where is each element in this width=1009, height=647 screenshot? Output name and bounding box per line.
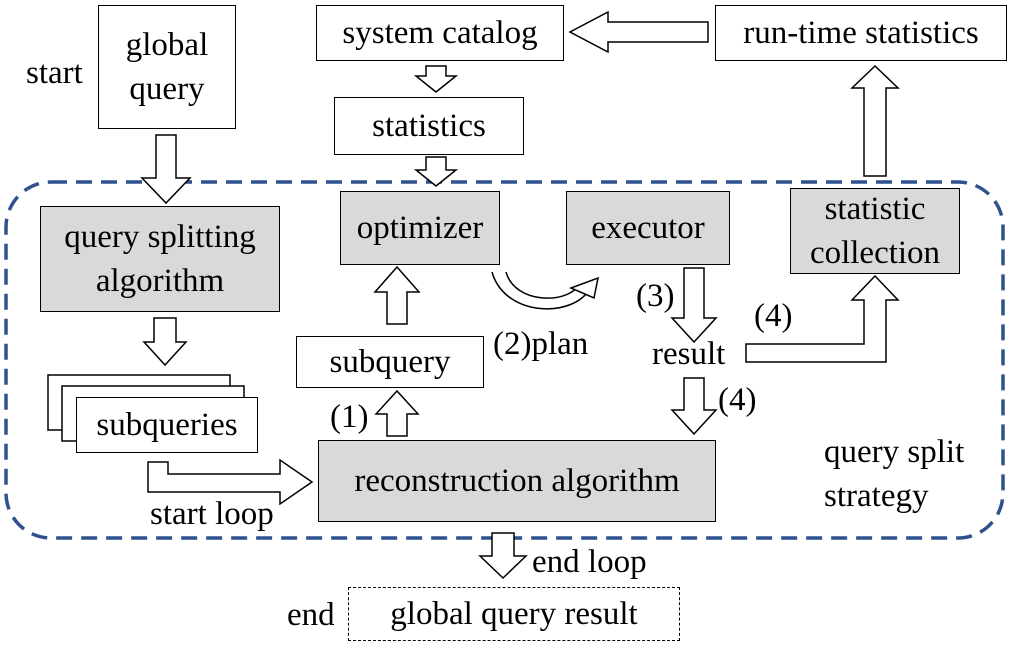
arrow-start-loop xyxy=(147,458,314,506)
step4-down-label: (4) xyxy=(718,382,757,418)
statistics-box: statistics xyxy=(334,97,524,155)
arrow-statistics-to-optimizer xyxy=(413,156,459,187)
arrow-plan-curve-inner xyxy=(505,271,579,299)
arrow-catalog-to-statistics xyxy=(413,65,459,93)
arrow-plan-curve-outer xyxy=(491,271,591,310)
reconstruction-algorithm-label: reconstruction algorithm xyxy=(354,463,680,499)
subqueries-label: subqueries xyxy=(96,407,238,443)
step4-right-label: (4) xyxy=(754,298,793,334)
arrow-global-to-splitting xyxy=(140,134,192,205)
global-query-result-label: global query result xyxy=(390,596,638,632)
step1-label: (1) xyxy=(330,399,369,435)
global-query-label: global query xyxy=(125,27,209,107)
end-loop-label: end loop xyxy=(532,544,647,580)
statistic-collection-box: statistic collection xyxy=(790,188,960,274)
arrow-plan-head xyxy=(568,276,599,300)
arrow-runtime-to-catalog xyxy=(568,10,709,54)
runtime-statistics-box: run-time statistics xyxy=(715,5,1007,61)
statistic-collection-label: statistic collection xyxy=(809,191,941,271)
query-splitting-algorithm-box: query splitting algorithm xyxy=(40,206,280,312)
start-label: start xyxy=(26,55,83,91)
arrow-end-loop xyxy=(478,532,528,580)
result-label: result xyxy=(652,336,726,372)
start-loop-label: start loop xyxy=(150,496,274,532)
system-catalog-box: system catalog xyxy=(316,5,564,61)
reconstruction-algorithm-box: reconstruction algorithm xyxy=(318,440,716,522)
arrow-splitting-to-subqueries xyxy=(142,317,188,367)
arrow-reconstruction-to-subquery xyxy=(374,389,420,437)
global-query-box: global query xyxy=(98,5,236,129)
arrow-collection-to-runtime xyxy=(850,64,900,177)
query-splitting-algorithm-label: query splitting algorithm xyxy=(64,219,256,299)
step3-label: (3) xyxy=(636,278,675,314)
optimizer-label: optimizer xyxy=(356,210,484,246)
subquery-label: subquery xyxy=(329,344,451,380)
subquery-box: subquery xyxy=(296,336,484,388)
system-catalog-label: system catalog xyxy=(342,15,538,51)
strategy-label: strategy xyxy=(824,478,929,514)
executor-label: executor xyxy=(591,210,705,246)
query-split-strategy-region xyxy=(4,180,1005,540)
optimizer-box: optimizer xyxy=(340,191,500,265)
arrow-result-to-reconstruction xyxy=(670,377,718,436)
step2-plan-label: (2)plan xyxy=(493,326,589,362)
subqueries-box: subqueries xyxy=(76,397,258,453)
global-query-result-box: global query result xyxy=(348,587,680,641)
arrow-executor-to-result xyxy=(670,267,718,344)
end-label: end xyxy=(287,597,335,633)
arrow-subquery-to-optimizer xyxy=(373,265,421,325)
arrow-result-to-collection xyxy=(745,274,900,363)
executor-box: executor xyxy=(566,191,730,265)
query-split-label: query split xyxy=(824,434,965,470)
runtime-statistics-label: run-time statistics xyxy=(743,15,979,51)
statistics-label: statistics xyxy=(372,108,486,144)
